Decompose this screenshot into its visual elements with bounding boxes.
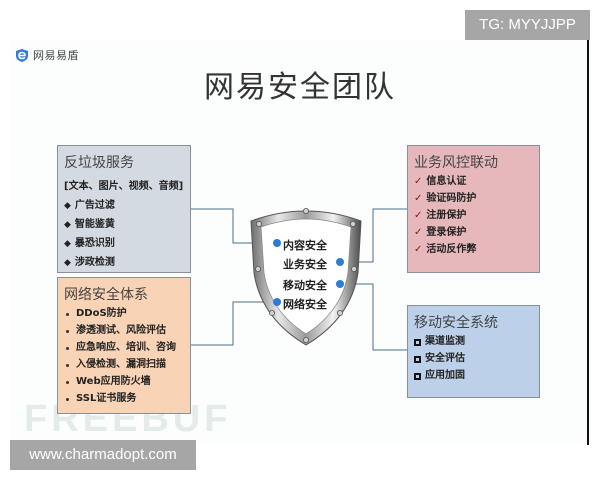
shield-icon bbox=[250, 208, 362, 346]
list-item: DDoS防护 bbox=[64, 309, 184, 319]
list-item: Web应用防火墙 bbox=[64, 377, 184, 387]
business-risk-box: 业务风控联动 ✓信息认证 ✓验证码防护 ✓注册保护 ✓登录保护 ✓活动反作弊 bbox=[407, 145, 540, 273]
mobile-security-box: 移动安全系统 渠道监测 安全评估 应用加固 bbox=[407, 305, 540, 398]
checkmark-icon: ✓ bbox=[414, 193, 423, 204]
list-item: ✓登录保护 bbox=[414, 227, 467, 238]
shield-label-network-security: 网络安全 bbox=[283, 298, 327, 311]
square-bullet-icon bbox=[414, 355, 421, 363]
anti-spam-box: 反垃圾服务 [文本、图片、视频、音频] ◆广告过滤 ◆智能鉴黄 ◆暴恐识别 ◆涉… bbox=[57, 145, 191, 273]
slide-right-border bbox=[587, 40, 589, 445]
netease-yidun-logo: 网易易盾 bbox=[15, 47, 79, 63]
network-security-heading: 网络安全体系 bbox=[64, 287, 148, 303]
list-item: SSL证书服务 bbox=[64, 394, 184, 404]
list-item: 入侵检测、漏洞扫描 bbox=[64, 360, 184, 370]
anti-spam-subheading: [文本、图片、视频、音频] bbox=[64, 181, 184, 192]
list-item: ✓验证码防护 bbox=[414, 193, 477, 204]
page-title: 网易安全团队 bbox=[204, 70, 396, 105]
shield-label-business-security: 业务安全 bbox=[283, 258, 327, 271]
dot-bullet-icon bbox=[66, 346, 69, 350]
checkmark-icon: ✓ bbox=[414, 210, 423, 221]
checkmark-icon: ✓ bbox=[414, 227, 423, 238]
shield-label-content-security: 内容安全 bbox=[283, 239, 327, 252]
list-item: ✓注册保护 bbox=[414, 210, 467, 221]
shield-label-mobile-security: 移动安全 bbox=[283, 279, 327, 292]
network-security-box: 网络安全体系 DDoS防护 渗透测试、风险评估 应急响应、培训、咨询 入侵检测、… bbox=[57, 277, 191, 414]
business-risk-heading: 业务风控联动 bbox=[414, 155, 498, 171]
list-item: 应急响应、培训、咨询 bbox=[64, 343, 184, 353]
diamond-bullet-icon: ◆ bbox=[64, 219, 71, 230]
list-item: ◆涉政检测 bbox=[64, 257, 115, 268]
dot-bullet-icon bbox=[66, 363, 69, 367]
list-item: ✓活动反作弊 bbox=[414, 244, 477, 255]
diamond-bullet-icon: ◆ bbox=[64, 200, 71, 211]
logo-text: 网易易盾 bbox=[33, 49, 79, 62]
bottom-left-watermark: www.charmadopt.com bbox=[10, 440, 196, 470]
list-item: ✓信息认证 bbox=[414, 176, 467, 187]
list-item: ◆暴恐识别 bbox=[64, 238, 115, 249]
anti-spam-heading: 反垃圾服务 bbox=[64, 155, 134, 171]
list-item: 安全评估 bbox=[414, 354, 533, 364]
square-bullet-icon bbox=[414, 338, 421, 346]
diamond-bullet-icon: ◆ bbox=[64, 257, 71, 268]
dot-bullet-icon bbox=[66, 312, 69, 316]
list-item: 渗透测试、风险评估 bbox=[64, 326, 184, 336]
dot-bullet-icon bbox=[66, 397, 69, 401]
square-bullet-icon bbox=[414, 372, 421, 380]
list-item: 应用加固 bbox=[414, 371, 533, 381]
yidun-shield-e-icon bbox=[16, 48, 28, 62]
mobile-security-heading: 移动安全系统 bbox=[414, 315, 498, 331]
dot-bullet-icon bbox=[66, 380, 69, 384]
checkmark-icon: ✓ bbox=[414, 244, 423, 255]
checkmark-icon: ✓ bbox=[414, 176, 423, 187]
list-item: ◆智能鉴黄 bbox=[64, 219, 115, 230]
diamond-bullet-icon: ◆ bbox=[64, 238, 71, 249]
top-right-watermark: TG: MYYJJPP bbox=[465, 10, 590, 40]
list-item: 渠道监测 bbox=[414, 337, 533, 347]
list-item: ◆广告过滤 bbox=[64, 200, 115, 211]
dot-bullet-icon bbox=[66, 329, 69, 333]
